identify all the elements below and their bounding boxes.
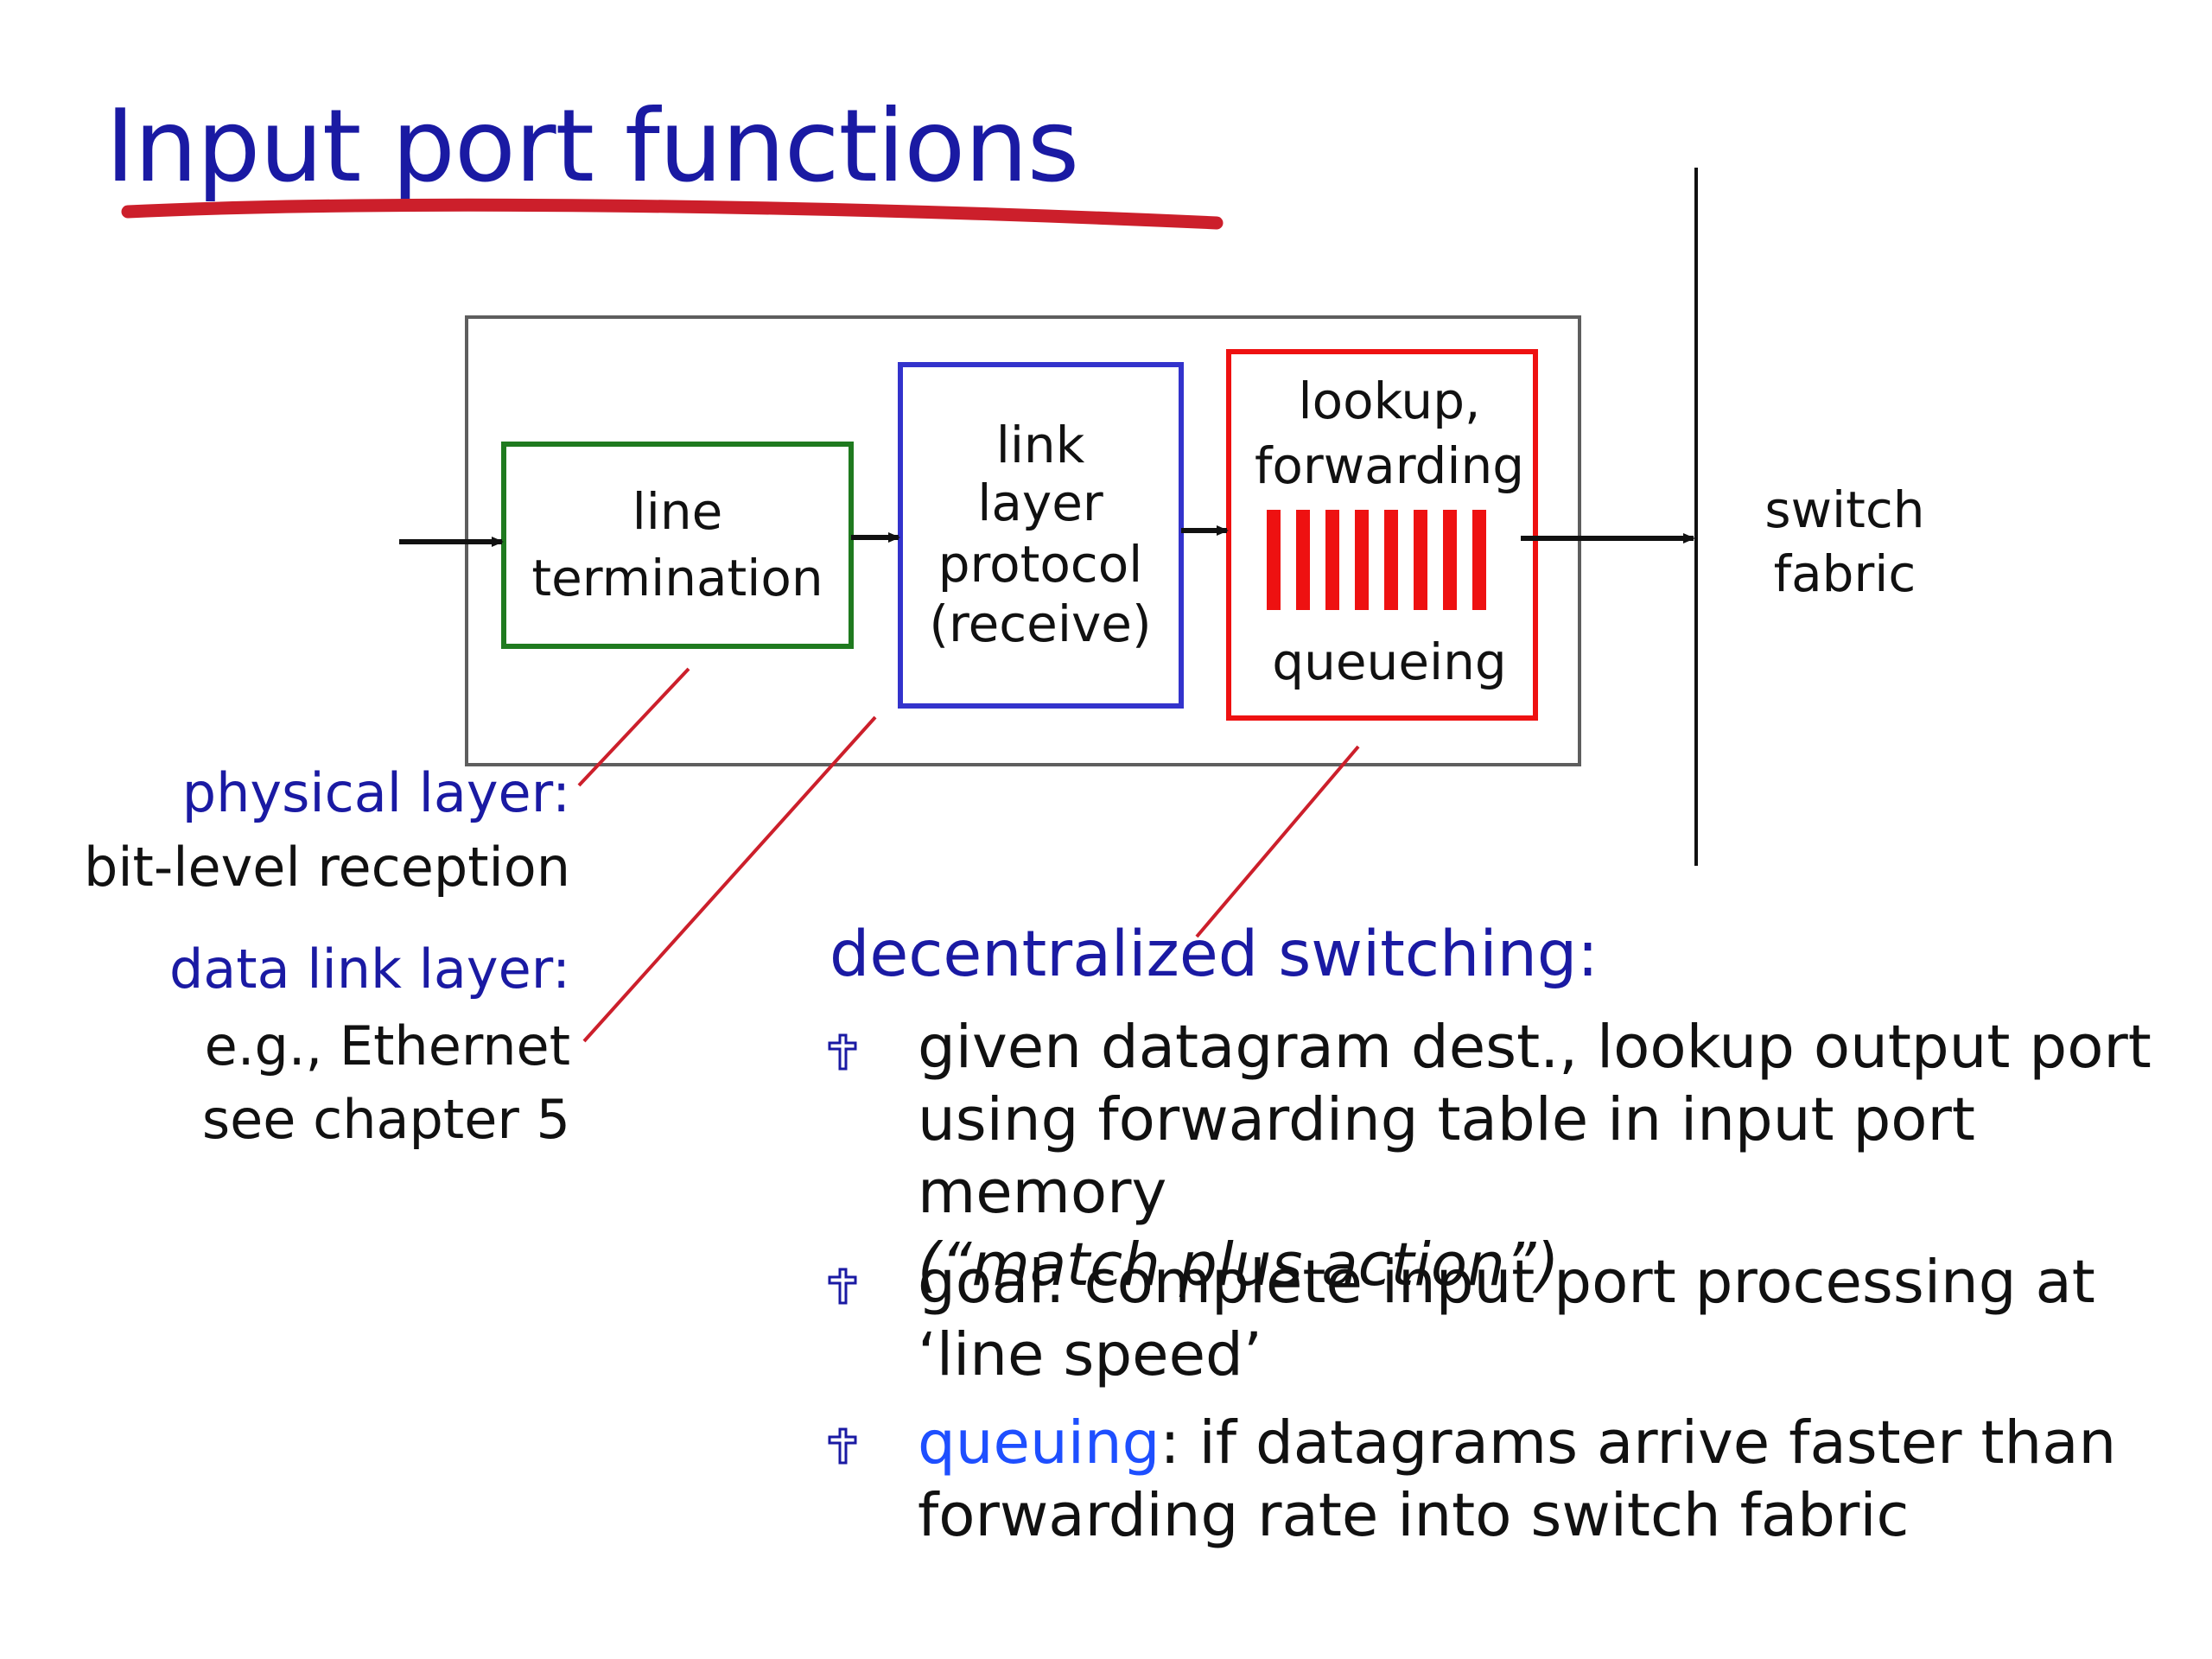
queue-slot [1355, 510, 1369, 610]
line-termination-box [501, 442, 854, 649]
packet-queue [1267, 510, 1486, 610]
link-layer-label-line1: link [996, 416, 1085, 474]
bit-level-label: bit-level reception [83, 836, 570, 899]
bullet-lookup-output-port-text: given datagram dest., lookup output port… [918, 1013, 2152, 1227]
lookup-label-line1: lookup, [1299, 372, 1481, 430]
link-layer-label-line4: (receive) [929, 594, 1151, 653]
queue-slot [1414, 510, 1427, 610]
line-termination-label-line1: line [632, 482, 723, 541]
data-link-layer-label: data link layer: [168, 938, 570, 1001]
outline-cross-bullet-icon [828, 1268, 857, 1305]
ethernet-label: e.g., Ethernet [204, 1014, 570, 1077]
outline-cross-bullet-icon [828, 1427, 857, 1465]
link-layer-label-line3: protocol [938, 535, 1143, 594]
title-underline [121, 198, 1224, 230]
bullet-line-speed: goal: complete input port processing at … [918, 1248, 2095, 1389]
queue-slot [1267, 510, 1281, 610]
link-layer-label-line2: layer [977, 474, 1103, 532]
slide-title: Input port functions [105, 88, 1079, 205]
queue-slot [1325, 510, 1339, 610]
decentralized-switching-heading: decentralized switching: [830, 918, 1599, 991]
physical-layer-callout-line [577, 667, 690, 787]
physical-layer-label: physical layer: [181, 761, 570, 824]
lookup-forwarding-box [1226, 349, 1538, 721]
queuing-keyword: queuing [918, 1408, 1160, 1478]
switch-fabric-label-line1: switch [1764, 480, 1924, 539]
outline-cross-bullet-icon [828, 1033, 857, 1071]
link-layer-box [898, 362, 1184, 709]
queuing-description: : if datagrams arrive faster than forwar… [918, 1408, 2117, 1550]
lookup-label-line2: forwarding [1255, 436, 1524, 495]
queue-slot [1472, 510, 1486, 610]
line-termination-label-line2: termination [531, 549, 823, 607]
queue-slot [1443, 510, 1457, 610]
queue-slot [1296, 510, 1310, 610]
bullet-queuing: queuing: if datagrams arrive faster than… [918, 1407, 2171, 1552]
chapter-reference-label: see chapter 5 [201, 1088, 570, 1151]
switch-fabric-label-line2: fabric [1774, 544, 1916, 603]
match-plus-action-text: (“match plus action”) [918, 1230, 1560, 1300]
queueing-label: queueing [1272, 632, 1506, 691]
queue-slot [1384, 510, 1398, 610]
queueing-callout-line [1195, 745, 1360, 938]
bullet-lookup-output-port: given datagram dest., lookup output port… [918, 1011, 2171, 1301]
data-link-layer-callout-line [582, 715, 877, 1043]
